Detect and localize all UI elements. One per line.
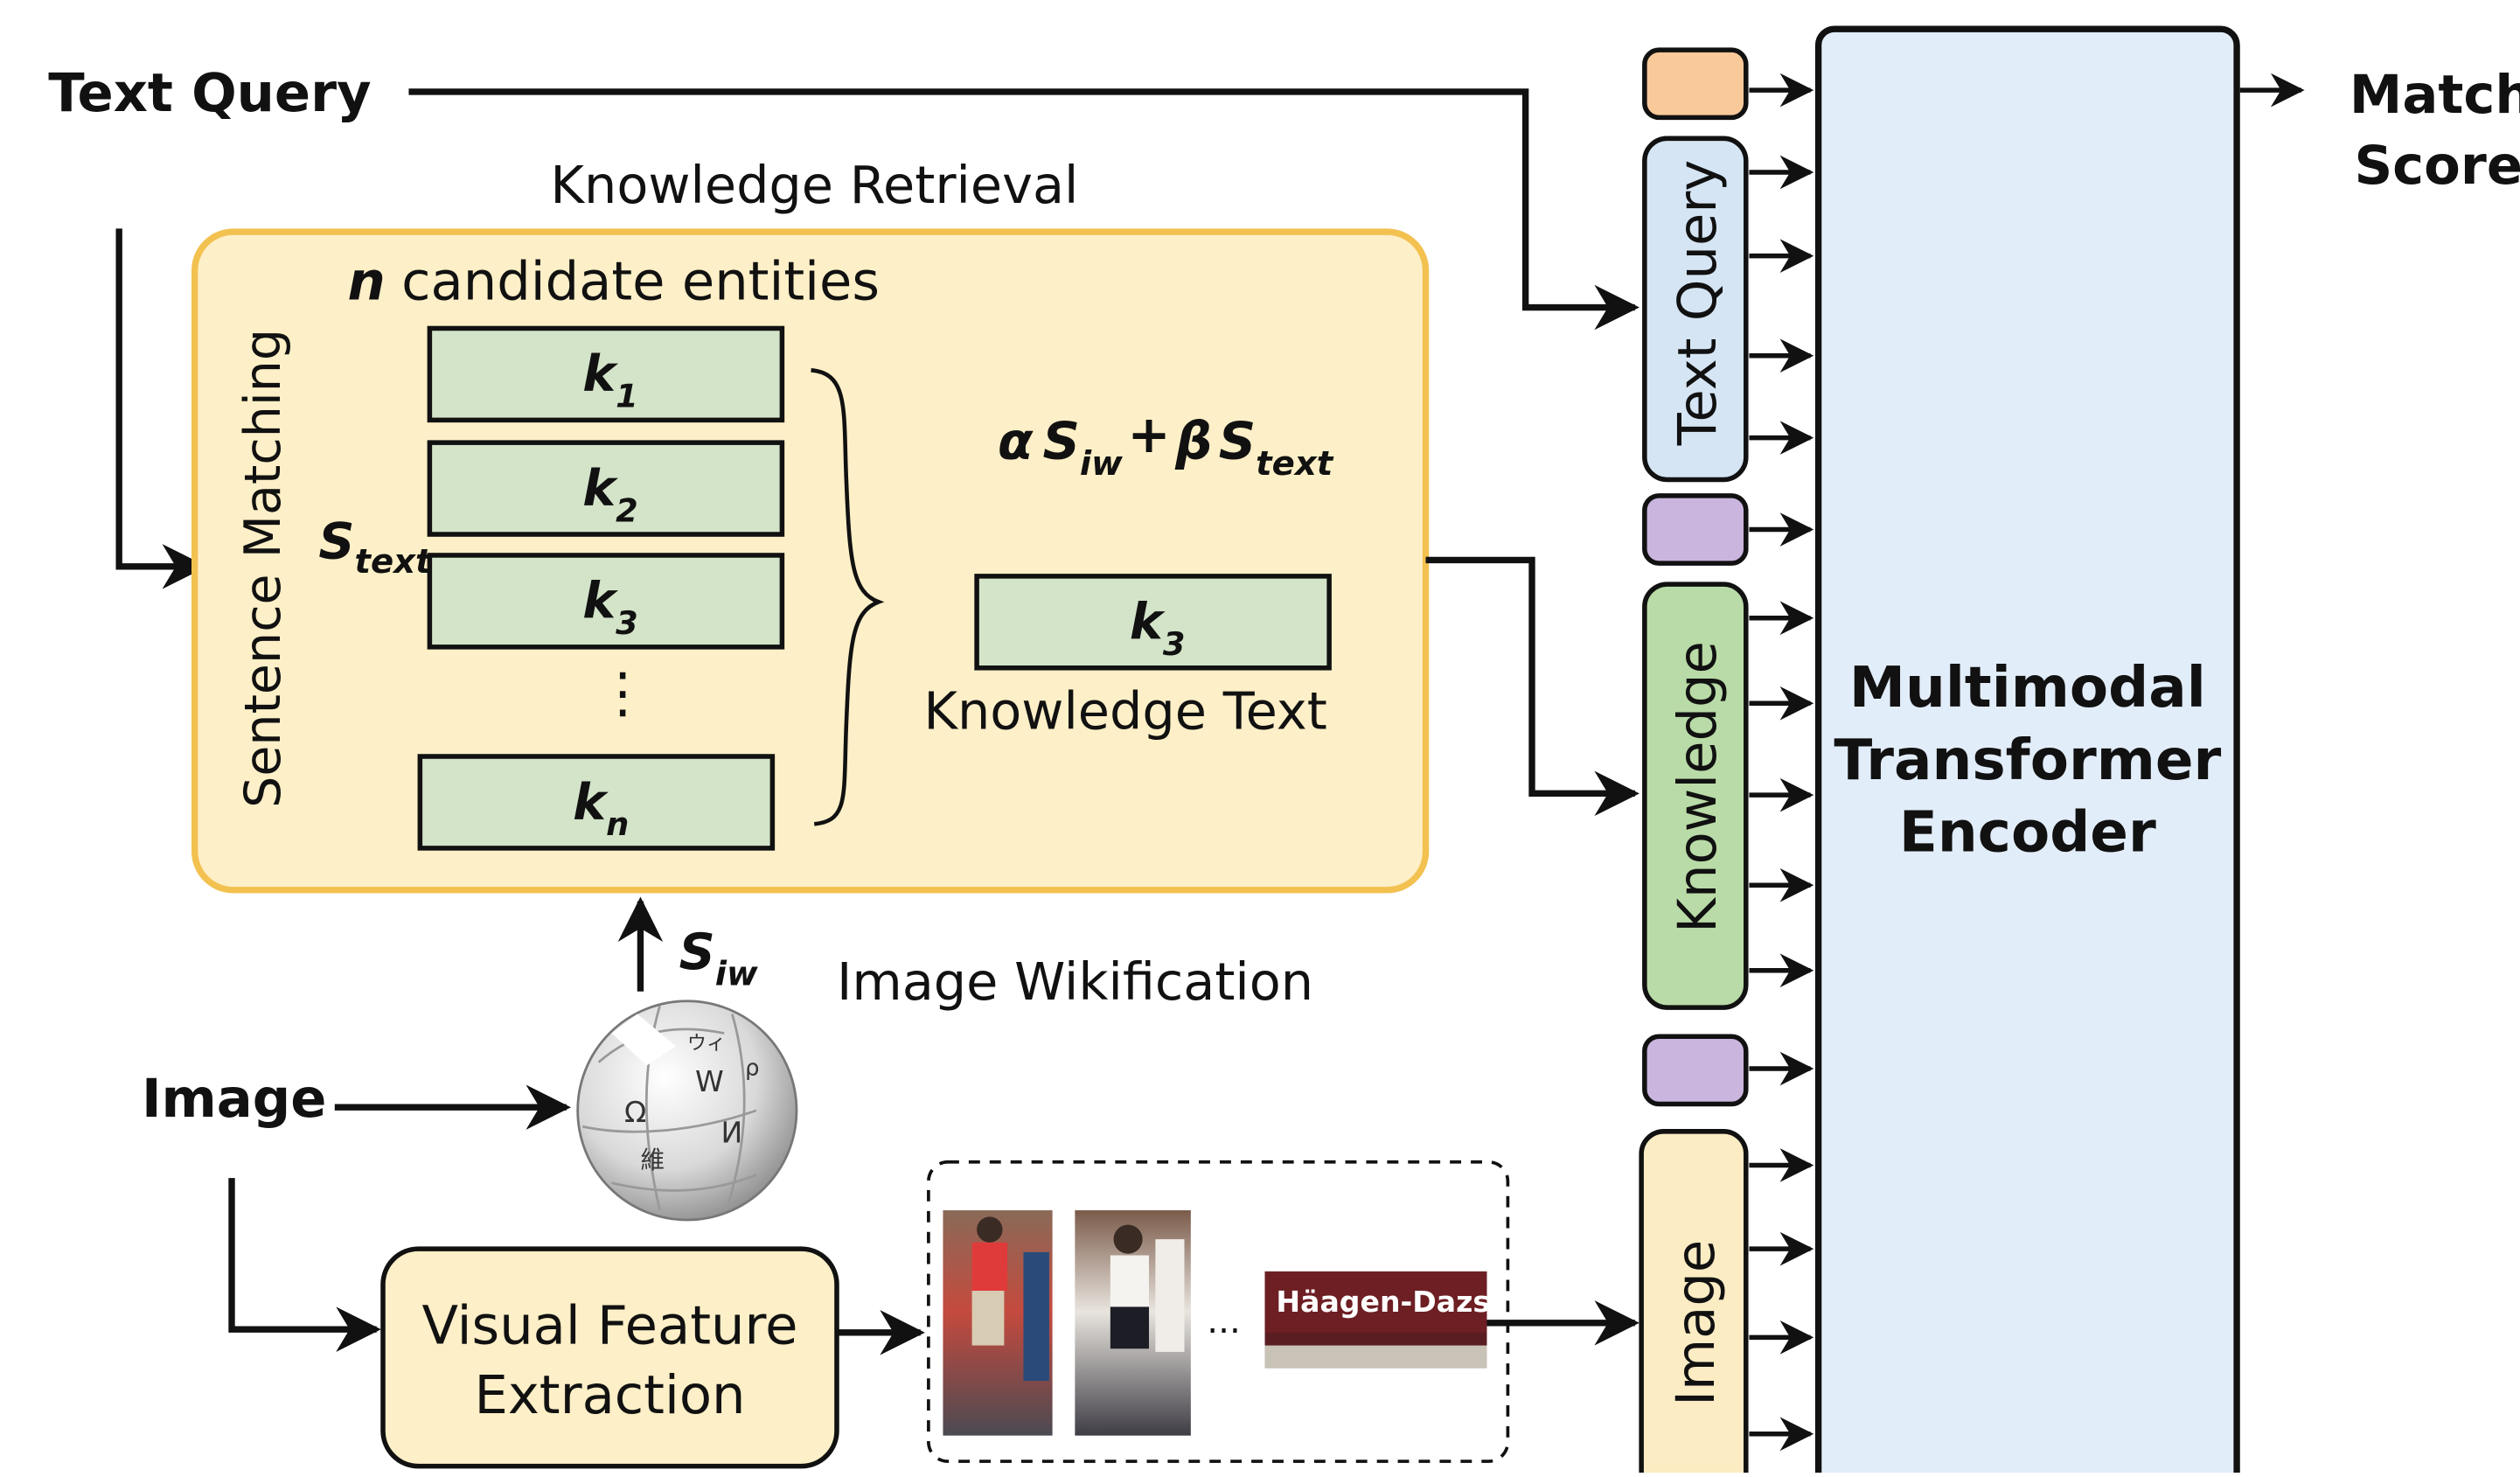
encoder-label-line1: Multimodal [1849, 655, 2206, 721]
match-score-label-line1: Match [2349, 65, 2520, 126]
svg-text:Ω: Ω [624, 1095, 646, 1129]
cls-token [1642, 47, 1749, 121]
token-to-encoder-arrows [1749, 73, 1814, 1452]
entity-box-kn [417, 754, 776, 851]
entity-label-k1: k1 [582, 345, 638, 415]
retrieval-to-knowledge-arrow [1425, 556, 1639, 817]
plus-symbol: + [1127, 404, 1170, 464]
wikipedia-globe-icon: Ω W И 維 ウィ ρ [576, 1000, 798, 1222]
multimodal-transformer-encoder [1814, 25, 2240, 1477]
s-text-main: S [318, 513, 354, 571]
region-photo-1 [943, 1209, 1053, 1436]
knowledge-text-label: Knowledge Text [923, 681, 1326, 742]
selected-entity-label: k3 [1130, 594, 1186, 663]
entity-brace [811, 368, 885, 826]
n-symbol: n [348, 251, 386, 312]
store-sign-text: Häagen-Dazs [1276, 1285, 1490, 1319]
selected-entity-box [974, 574, 1332, 671]
s-iw-symbol: Siw [679, 923, 758, 993]
entity-box-k1 [427, 325, 785, 423]
match-score-label-line2: Score [2354, 136, 2520, 197]
image-segment [1639, 1129, 1749, 1477]
svg-text:ウィ: ウィ [687, 1033, 726, 1055]
image-input-label: Image [142, 1069, 326, 1130]
alpha-symbol: α [998, 411, 1034, 471]
image-to-vfe-arrow [228, 1178, 381, 1352]
vfe-label-line1: Visual Feature [421, 1296, 797, 1357]
encoder-label-line2: Transformer [1834, 728, 2221, 793]
vfe-label-line2: Extraction [475, 1365, 746, 1426]
image-segment-label: Image [1666, 1240, 1727, 1406]
entity-label-kn: kn [573, 774, 629, 843]
knowledge-segment-label: Knowledge [1667, 641, 1729, 933]
entity-label-k3: k3 [582, 573, 638, 642]
region-photo-2 [1075, 1209, 1191, 1436]
text-query-input-label: Text Query [48, 63, 371, 124]
region-photo-3: Häagen-Dazs [1264, 1271, 1490, 1369]
entity-label-k2: k2 [582, 460, 638, 529]
entity-box-k3 [427, 553, 785, 650]
knowledge-segment [1642, 582, 1749, 1010]
entity-vdots: ⋮ [595, 660, 651, 724]
knowledge-retrieval-title: Knowledge Retrieval [550, 155, 1078, 215]
region-ellipsis: ... [1207, 1299, 1241, 1341]
image-wikification-label: Image Wikification [837, 951, 1313, 1012]
candidate-entities-text: candidate entities [401, 251, 880, 312]
svg-text:維: 維 [640, 1146, 665, 1174]
query-to-retrieval-arrow [115, 228, 208, 589]
entity-box-k2 [427, 440, 785, 537]
beta-symbol: β [1174, 411, 1212, 471]
text-query-arrow [408, 88, 1639, 331]
svg-text:W: W [695, 1064, 724, 1098]
visual-feature-extraction-box [380, 1246, 839, 1469]
region-crops-container [927, 1160, 1510, 1463]
sentence-matching-label: Sentence Matching [234, 329, 292, 808]
svg-text:ρ: ρ [745, 1055, 759, 1081]
s-text-symbol: Stext [318, 513, 433, 582]
svg-text:И: И [720, 1116, 742, 1150]
text-query-segment [1642, 136, 1749, 483]
s-text-sub: text [354, 542, 433, 582]
sep-token-1 [1642, 493, 1749, 566]
text-query-segment-label: Text Query [1667, 160, 1729, 447]
sep-token-2 [1642, 1034, 1749, 1107]
encoder-label-line3: Encoder [1899, 800, 2156, 866]
